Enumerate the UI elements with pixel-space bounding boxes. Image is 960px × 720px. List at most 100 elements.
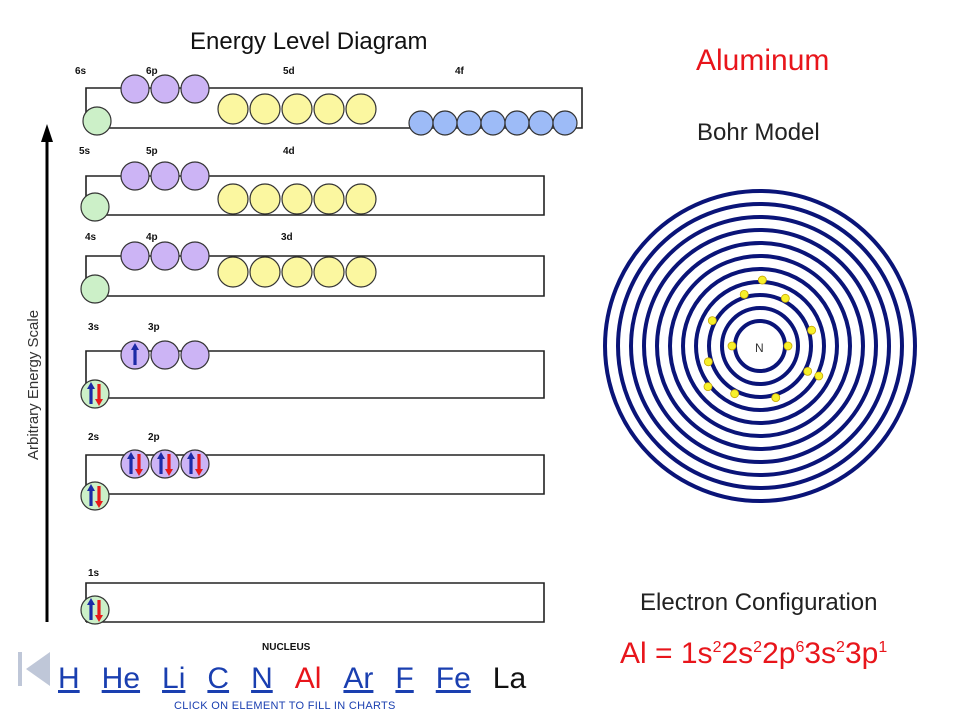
- config-count-3p: 1: [878, 639, 888, 656]
- energy-level-1-box: [85, 582, 545, 623]
- bohr-electron-shell2-2: [807, 325, 817, 335]
- orbital-5s: [80, 192, 110, 222]
- bohr-ring-8: [642, 228, 878, 464]
- y-axis-label: Arbitrary Energy Scale: [25, 310, 42, 460]
- orbital-5p-1: [120, 161, 150, 191]
- element-link-ar[interactable]: Ar: [343, 662, 374, 695]
- instruction-hint: CLICK ON ELEMENT TO FILL IN CHARTS: [174, 700, 396, 712]
- config-term-2p: 2p6: [762, 637, 805, 670]
- element-link-li[interactable]: Li: [162, 662, 186, 695]
- orbital-4f-3: [456, 110, 482, 136]
- sublevel-label-6s: 6s: [75, 66, 87, 77]
- orbital-5d-4: [313, 93, 345, 125]
- orbital-1s: [80, 595, 110, 625]
- orbital-2p-1: [120, 449, 150, 479]
- element-link-fe[interactable]: Fe: [435, 662, 471, 695]
- bohr-electron-shell2-3: [803, 366, 813, 376]
- nucleus-label: NUCLEUS: [262, 642, 311, 653]
- bohr-nucleus-symbol: N: [755, 341, 764, 355]
- orbital-4f-2: [432, 110, 458, 136]
- orbital-4s: [80, 274, 110, 304]
- orbital-3d-1: [217, 256, 249, 288]
- orbital-6p-1: [120, 74, 150, 104]
- sublevel-label-3s: 3s: [88, 322, 100, 333]
- sublevel-label-4d: 4d: [283, 146, 295, 157]
- orbital-4p-3: [180, 241, 210, 271]
- bohr-electron-shell1-1: [783, 341, 793, 351]
- bohr-electron-shell2-7: [707, 316, 717, 326]
- element-link-f[interactable]: F: [395, 662, 414, 695]
- diagram-title: Energy Level Diagram: [190, 28, 428, 55]
- sublevel-label-1s: 1s: [88, 568, 100, 579]
- sublevel-label-2p: 2p: [148, 432, 160, 443]
- bohr-electron-shell2-6: [703, 357, 713, 367]
- spin-down-arrow-icon: [195, 469, 203, 476]
- orbital-4d-5: [345, 183, 377, 215]
- orbital-3d-4: [313, 256, 345, 288]
- orbital-4f-7: [552, 110, 578, 136]
- sublevel-label-5s: 5s: [79, 146, 91, 157]
- orbital-4p-2: [150, 241, 180, 271]
- bohr-electron-shell2-4: [771, 393, 781, 403]
- orbital-3d-5: [345, 256, 377, 288]
- orbital-2p-2: [150, 449, 180, 479]
- config-count-1s: 2: [712, 639, 722, 656]
- bohr-electron-shell1-2: [727, 341, 737, 351]
- spin-up-arrow-icon: [87, 382, 95, 389]
- orbital-2s: [80, 481, 110, 511]
- orbital-2p-3: [180, 449, 210, 479]
- orbital-4p-1: [120, 241, 150, 271]
- first-slide-icon[interactable]: [18, 652, 50, 686]
- element-link-he[interactable]: He: [101, 662, 141, 695]
- orbital-4d-1: [217, 183, 249, 215]
- element-name: Aluminum: [696, 44, 830, 77]
- sublevel-label-4f: 4f: [455, 66, 465, 77]
- config-count-2p: 6: [795, 639, 805, 656]
- orbital-5d-1: [217, 93, 249, 125]
- orbital-6s: [82, 106, 112, 136]
- bohr-ring-7: [655, 241, 865, 451]
- spin-down-arrow-icon: [135, 469, 143, 476]
- energy-level-4-box: [85, 255, 545, 297]
- bohr-ring-5: [681, 267, 839, 425]
- bohr-electron-shell2-5: [730, 389, 740, 399]
- spin-up-arrow-icon: [87, 484, 95, 491]
- spin-down-arrow-icon: [95, 615, 103, 622]
- sublevel-label-3d: 3d: [281, 232, 293, 243]
- energy-level-2-box: [85, 454, 545, 495]
- orbital-5p-2: [150, 161, 180, 191]
- element-navigation: [18, 652, 58, 686]
- bohr-model-label: Bohr Model: [697, 119, 820, 146]
- orbital-4f-6: [528, 110, 554, 136]
- energy-level-5-box: [85, 175, 545, 216]
- orbital-4d-3: [281, 183, 313, 215]
- bohr-ring-3: [707, 293, 813, 399]
- spin-down-arrow-icon: [95, 399, 103, 406]
- bohr-electron-shell3-2: [814, 371, 824, 381]
- config-term-2s: 2s2: [721, 637, 763, 670]
- energy-level-3-box: [85, 350, 545, 399]
- element-link-h[interactable]: H: [58, 662, 80, 695]
- spin-up-arrow-icon: [131, 343, 139, 350]
- orbital-6p-2: [150, 74, 180, 104]
- config-count-2s: 2: [753, 639, 763, 656]
- spin-up-arrow-icon: [87, 598, 95, 605]
- electron-configuration-label: Electron Configuration: [640, 589, 878, 616]
- orbital-5d-3: [281, 93, 313, 125]
- bohr-ring-9: [629, 215, 891, 477]
- element-link-la: La: [492, 662, 527, 695]
- orbital-5p-3: [180, 161, 210, 191]
- element-link-c[interactable]: C: [207, 662, 230, 695]
- orbital-5d-5: [345, 93, 377, 125]
- bohr-ring-11: [603, 189, 917, 503]
- electron-configuration: Al = 1s22s22p63s23p1: [620, 637, 888, 670]
- bohr-electron-shell3-3: [703, 382, 713, 392]
- sublevel-label-3p: 3p: [148, 322, 160, 333]
- sublevel-label-2s: 2s: [88, 432, 100, 443]
- bohr-ring-10: [616, 202, 904, 490]
- element-link-n[interactable]: N: [251, 662, 273, 695]
- element-link-al: Al: [294, 662, 322, 695]
- sublevel-label-4p: 4p: [146, 232, 158, 243]
- orbital-4f-1: [408, 110, 434, 136]
